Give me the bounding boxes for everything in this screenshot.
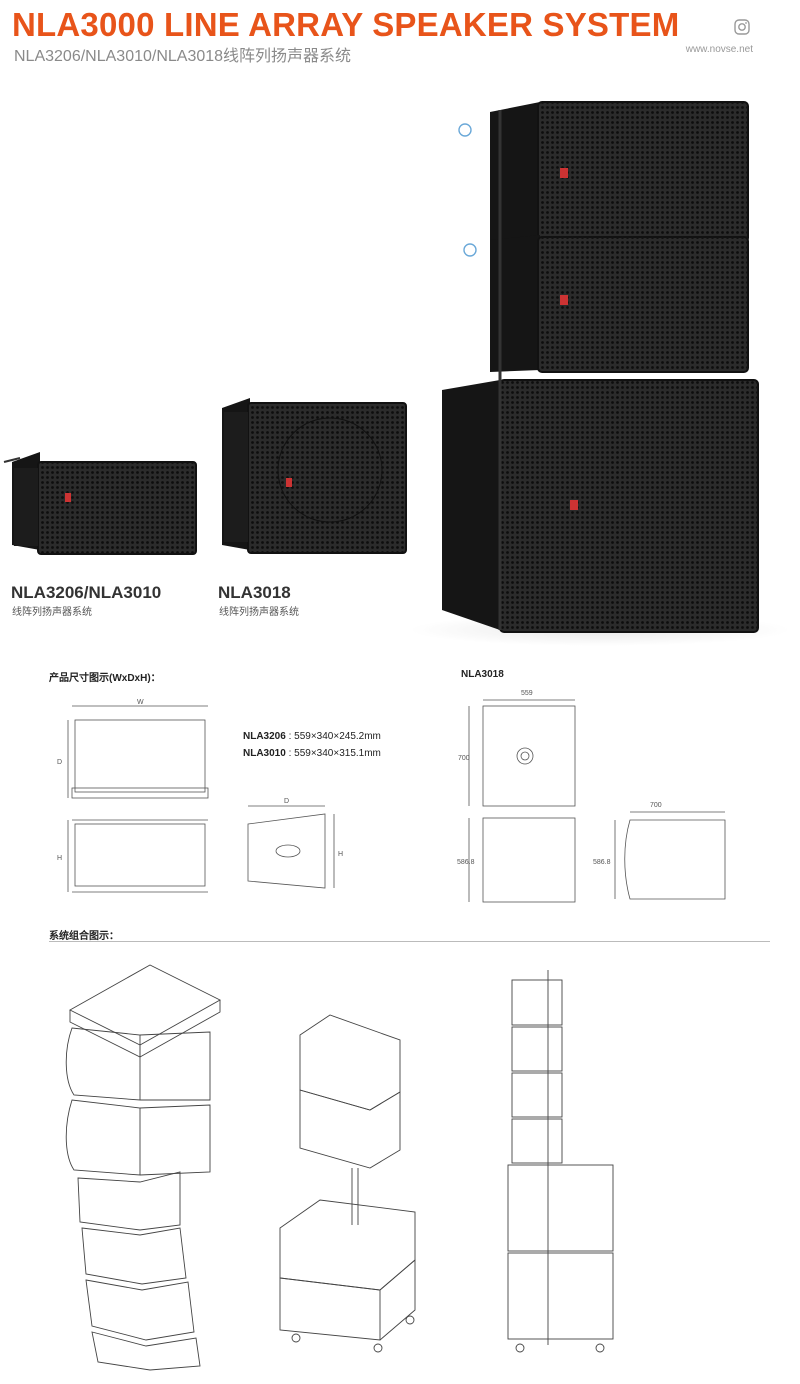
section-divider [49,941,770,942]
spec-line-1: NLA3206 : 559×340×245.2mm [243,731,381,742]
nla3018-width-side: 700 [650,802,662,809]
product-model-1: NLA3206/NLA3010 [11,583,162,602]
nla3018-dimensions-heading: NLA3018 [461,669,504,680]
dimensions-heading: 产品尺寸图示(WxDxH)： [49,673,161,684]
website-link[interactable]: www.novse.net [685,44,753,55]
dim-label-d-side: D [284,798,289,805]
dim-label-w: W [137,699,144,706]
product-photo-area [3,101,790,646]
nla3018-dimension-drawing: 559 700 586.8 700 586.8 [457,690,726,903]
page-title: NLA3000 LINE ARRAY SPEAKER SYSTEM [12,6,680,43]
instagram-icon[interactable] [734,19,750,35]
nla3010-speaker-photo [222,398,407,554]
nla3018-stack-photo [442,101,759,633]
system-combination-drawing [65,964,614,1371]
nla3018-height-top: 700 [458,755,470,762]
nla3206-speaker-photo [3,452,197,555]
nla3018-height-bottom: 586.8 [457,859,475,866]
product-desc-1: 线阵列扬声器系统 [12,607,92,618]
product-model-2: NLA3018 [218,583,291,602]
spec-line-2: NLA3010 : 559×340×315.1mm [243,748,381,759]
nla3018-width-top: 559 [521,690,533,697]
system-heading: 系统组合图示： [49,931,119,942]
nla3018-height-side: 586.8 [593,859,611,866]
dim-label-h-front: H [57,855,62,862]
nla3206-dimension-drawing: W D H D H [57,699,343,893]
dim-label-d-top: D [57,759,62,766]
product-desc-2: 线阵列扬声器系统 [219,607,299,618]
page-subtitle: NLA3206/NLA3010/NLA3018线阵列扬声器系统 [14,48,352,65]
dim-label-h-side: H [338,851,343,858]
